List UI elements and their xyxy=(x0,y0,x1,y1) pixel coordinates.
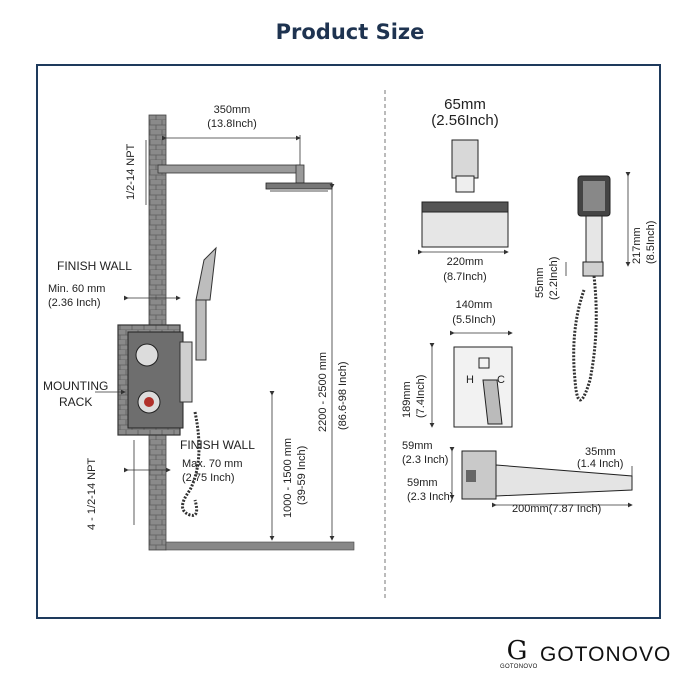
plate-height-inch-label: (7.4Inch) xyxy=(415,375,427,418)
brand-mark-text: GOTONOVO xyxy=(500,664,538,670)
handheld-shower xyxy=(181,246,217,517)
finish-wall-bottom-label: FINISH WALL xyxy=(180,438,255,452)
valve-box xyxy=(117,324,193,436)
brand-logo: G GOTONOVO GOTONOVO xyxy=(500,638,671,672)
bracket-label: 55mm xyxy=(534,267,546,298)
plate-width-inch-label: (5.5Inch) xyxy=(452,314,495,326)
rain-shower-head xyxy=(418,139,509,255)
npt-bottom-label: 4 - 1/2-14 NPT xyxy=(86,458,98,530)
spout-flange-w-inch-label: (2.3 Inch) xyxy=(407,491,453,503)
arm-length-inch-label: (13.8Inch) xyxy=(207,118,257,130)
dimension-lines-left xyxy=(95,135,335,541)
max-depth-inch-label: (2.75 Inch) xyxy=(182,472,235,484)
mounting-rack-label-line1: MOUNTING xyxy=(43,379,108,393)
head-width-label: 220mm xyxy=(447,256,484,268)
valve-height-inch-label: (39-59 Inch) xyxy=(296,446,308,505)
head-flange-label: 65mm xyxy=(444,96,486,113)
head-height-label: 2200 - 2500 mm xyxy=(317,352,329,432)
handheld-shower-detail xyxy=(565,172,631,402)
npt-top-label: 1/2-14 NPT xyxy=(125,143,137,200)
brand-mark-letter: G xyxy=(506,636,528,666)
spout-drop-inch-label: (1.4 Inch) xyxy=(577,458,623,470)
max-depth-label: Max. 70 mm xyxy=(182,458,243,470)
valve-height-label: 1000 - 1500 mm xyxy=(282,438,294,518)
shower-arm xyxy=(157,164,333,192)
finish-wall-top-label: FINISH WALL xyxy=(57,259,132,273)
plate-width-label: 140mm xyxy=(456,299,493,311)
tub-spout xyxy=(449,447,633,508)
min-depth-label: Min. 60 mm xyxy=(48,283,105,295)
plate-height-label: 189mm xyxy=(401,381,413,418)
handheld-length-label: 217mm xyxy=(631,227,643,264)
valve-trim-plate xyxy=(429,330,513,428)
page-title: Product Size xyxy=(275,20,425,44)
spout-flange-h-label: 59mm xyxy=(402,440,433,452)
brand-mark: G GOTONOVO xyxy=(500,636,538,672)
min-depth-inch-label: (2.36 Inch) xyxy=(48,297,101,309)
plate-cold-label: C xyxy=(497,374,505,386)
brand-name: GOTONOVO xyxy=(540,643,672,666)
handheld-length-inch-label: (8.5Inch) xyxy=(645,221,657,264)
spout-drop-label: 35mm xyxy=(585,446,616,458)
bracket-inch-label: (2.2Inch) xyxy=(548,257,560,300)
mounting-rack-label-line2: RACK xyxy=(59,395,92,409)
plate-hot-label: H xyxy=(466,374,474,386)
head-height-inch-label: (86.6-98 Inch) xyxy=(337,362,349,430)
spout-flange-h-inch-label: (2.3 Inch) xyxy=(402,454,448,466)
head-flange-inch-label: (2.56Inch) xyxy=(431,112,499,129)
spout-flange-w-label: 59mm xyxy=(407,477,438,489)
arm-length-label: 350mm xyxy=(214,104,251,116)
spout-length-label: 200mm(7.87 Inch) xyxy=(512,503,601,515)
head-width-inch-label: (8.7Inch) xyxy=(443,271,486,283)
